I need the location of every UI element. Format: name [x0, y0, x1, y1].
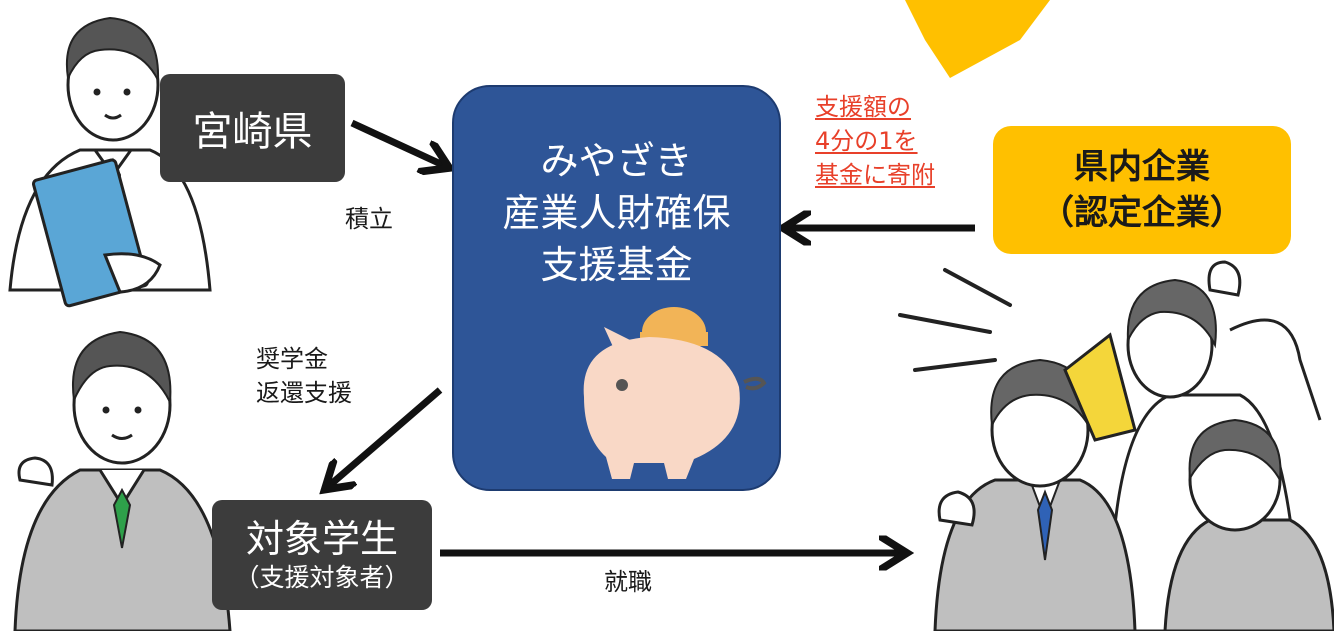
scholarship-label: 奨学金 返還支援: [256, 342, 352, 410]
donation-note: 支援額の 4分の1を 基金に寄附: [815, 90, 935, 192]
employment-label: 就職: [604, 568, 652, 596]
fund-box: みやざき 産業人財確保 支援基金: [452, 85, 781, 491]
prefecture-label: 宮崎県: [192, 109, 313, 155]
student-illustration: [13, 330, 232, 631]
employees-illustration: [898, 260, 1334, 631]
excitement-line-3: [913, 358, 997, 372]
donation-line-2: 4分の1を: [815, 127, 918, 155]
student-sublabel: （支援対象者）: [234, 563, 410, 592]
donation-line-3: 基金に寄附: [815, 161, 935, 189]
arrow-prefecture-to-fund: [350, 119, 443, 165]
excitement-line-1: [943, 268, 1012, 307]
fund-title-line-2: 産業人財確保: [502, 191, 731, 235]
fund-title-line-1: みやざき: [540, 139, 693, 183]
donation-line-1: 支援額の: [815, 93, 911, 121]
company-label: 県内企業: [1074, 147, 1210, 187]
prefecture-box: 宮崎県: [160, 74, 345, 182]
student-box: 対象学生 （支援対象者）: [212, 500, 432, 610]
fund-title: みやざき 産業人財確保 支援基金: [454, 135, 779, 291]
fund-title-line-3: 支援基金: [540, 243, 693, 287]
excitement-line-2: [898, 313, 992, 334]
reserve-label: 積立: [345, 205, 393, 233]
yellow-burst-shape: [905, 0, 1050, 78]
company-box: 県内企業 （認定企業）: [993, 126, 1291, 254]
piggy-bank-icon: [583, 307, 767, 479]
prefecture-official-illustration: [8, 16, 212, 308]
arrow-fund-to-student: [330, 387, 443, 485]
company-sublabel: （認定企業）: [1040, 193, 1244, 233]
student-label: 対象学生: [245, 517, 398, 561]
scholarship-label-line-2: 返還支援: [256, 379, 352, 407]
scholarship-label-line-1: 奨学金: [256, 345, 328, 373]
